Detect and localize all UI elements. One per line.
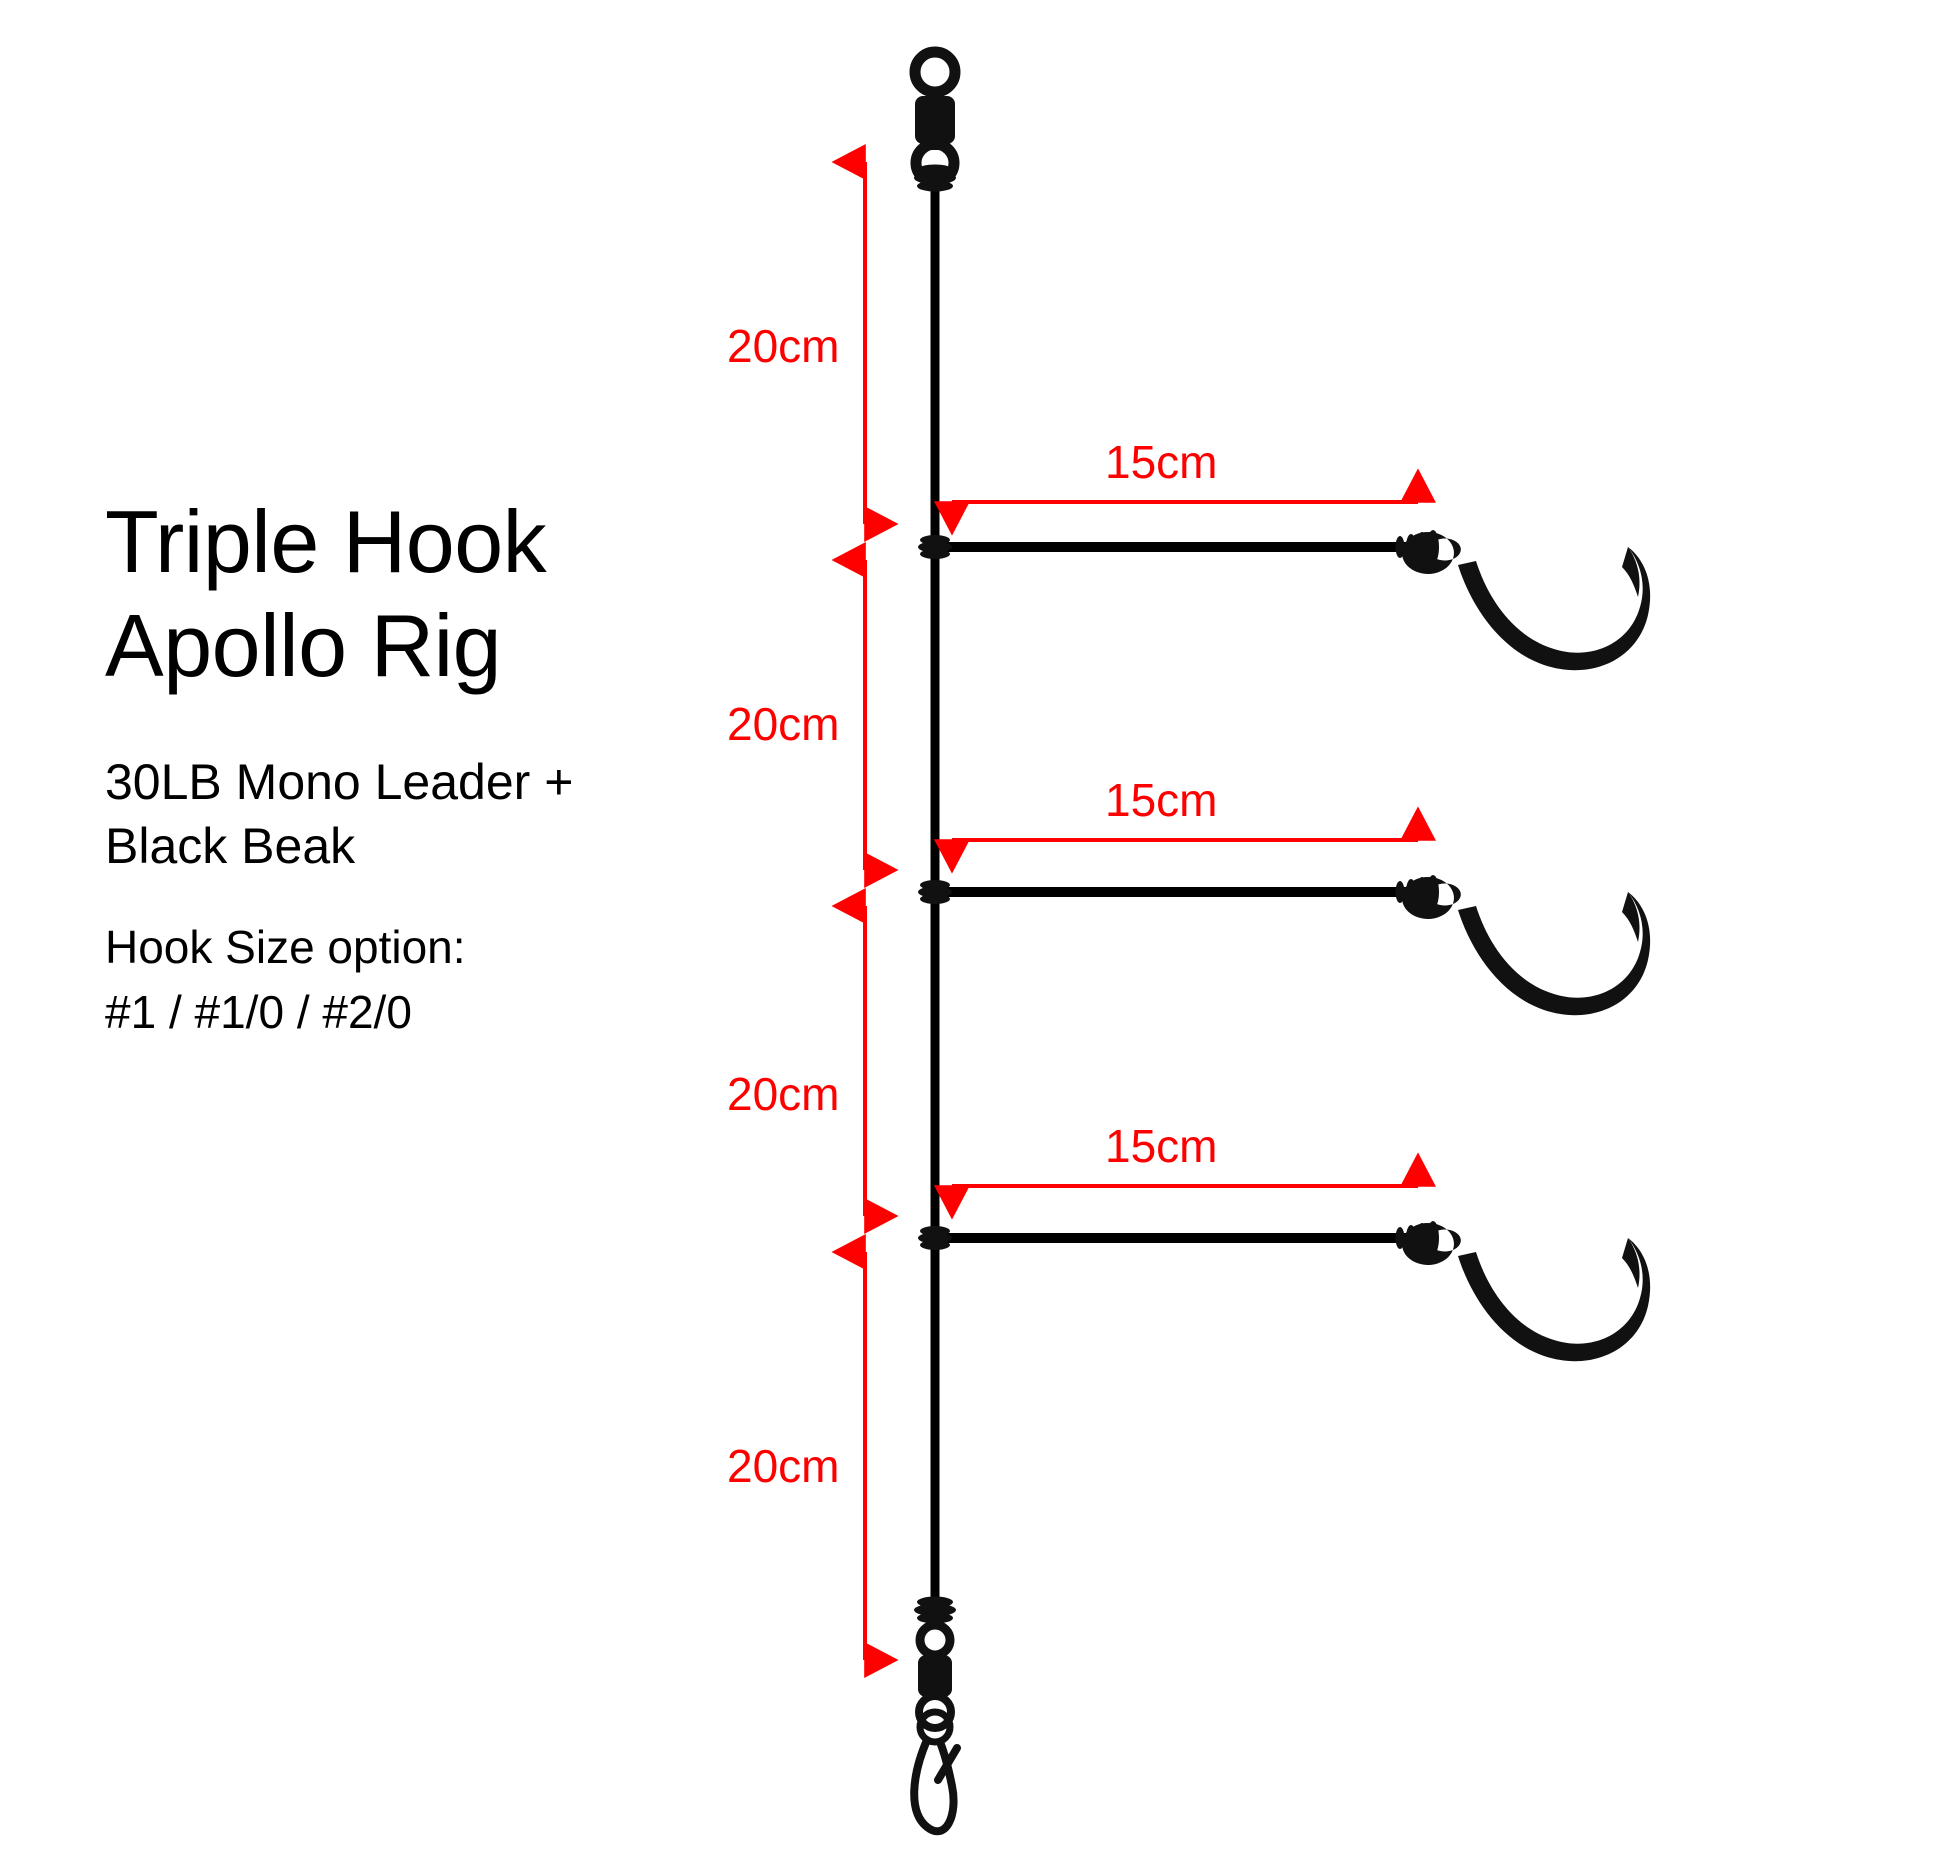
hook-1 xyxy=(1401,531,1651,671)
rig-subtitle: 30LB Mono Leader + Black Beak xyxy=(105,753,574,874)
dropper-knot-2 xyxy=(918,880,952,904)
hook-3 xyxy=(1401,1222,1651,1362)
dropper-3 xyxy=(918,1221,1651,1362)
hook-2 xyxy=(1401,876,1651,1016)
dimension-label-h1: 15cm xyxy=(1105,436,1217,488)
dropper-knot-3 xyxy=(918,1226,952,1250)
hook-size-values: #1 / #1/0 / #2/0 xyxy=(105,986,412,1039)
hook-size-label: Hook Size option: xyxy=(105,920,466,973)
dimension-label-v1: 20cm xyxy=(727,320,839,372)
page-title: Triple Hook Apollo Rig xyxy=(105,492,547,695)
dimension-label-v2: 20cm xyxy=(727,698,839,750)
dropper-1 xyxy=(918,530,1651,671)
bottom-swivel-clip xyxy=(910,1596,961,1836)
dropper-2 xyxy=(918,875,1651,1016)
dimension-label-h3: 15cm xyxy=(1105,1120,1217,1172)
dimension-label-v4: 20cm xyxy=(727,1440,839,1492)
vertical-dimensions: 20cm 20cm 20cm 20cm xyxy=(727,144,899,1678)
info-panel: Triple Hook Apollo Rig 30LB Mono Leader … xyxy=(105,490,725,1043)
dimension-label-v3: 20cm xyxy=(727,1068,839,1120)
dimension-label-h2: 15cm xyxy=(1105,774,1217,826)
dropper-knot-1 xyxy=(918,535,952,559)
top-knot xyxy=(914,164,956,192)
horizontal-dimensions: 15cm 15cm 15cm xyxy=(934,436,1436,1220)
top-swivel xyxy=(909,46,961,188)
